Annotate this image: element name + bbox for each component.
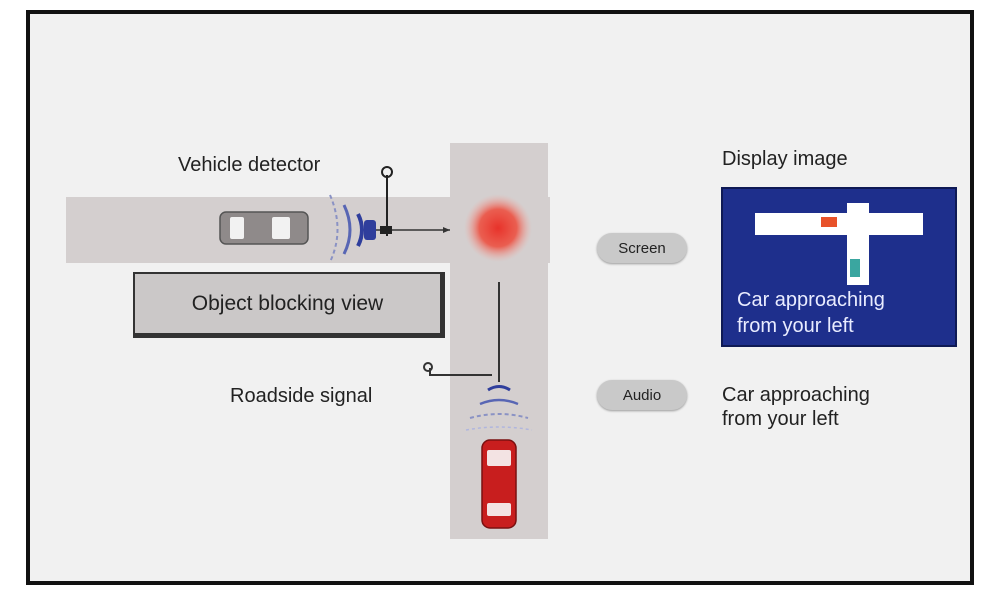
display-image-screen: Car approaching from your left [721, 187, 957, 347]
object-blocking-view: Object blocking view [133, 272, 445, 338]
display-message: Car approaching from your left [737, 289, 885, 337]
display-ego-car-marker [850, 259, 860, 277]
alert-glow [464, 194, 532, 262]
vehicle-detector-label: Vehicle detector [178, 154, 321, 176]
screen-channel-label: Screen [618, 239, 666, 257]
ego-car-sensor-waves [465, 385, 533, 431]
display-image-label: Display image [722, 148, 848, 170]
approaching-car [219, 211, 309, 245]
audio-channel-label: Audio [622, 386, 662, 404]
roadside-signal-label: Roadside signal [230, 385, 373, 407]
audio-channel-pill: Audio [597, 380, 687, 410]
display-approaching-car-marker [821, 217, 837, 227]
roadside-signal-pole [423, 282, 500, 382]
detector-sensor [329, 194, 376, 263]
detector-pole [376, 166, 450, 236]
screen-channel-pill: Screen [597, 233, 687, 263]
ego-car [481, 439, 517, 529]
display-road-map [755, 203, 923, 285]
audio-message: Car approaching from your left [722, 384, 870, 430]
object-blocking-label: Object blocking view [191, 291, 384, 315]
